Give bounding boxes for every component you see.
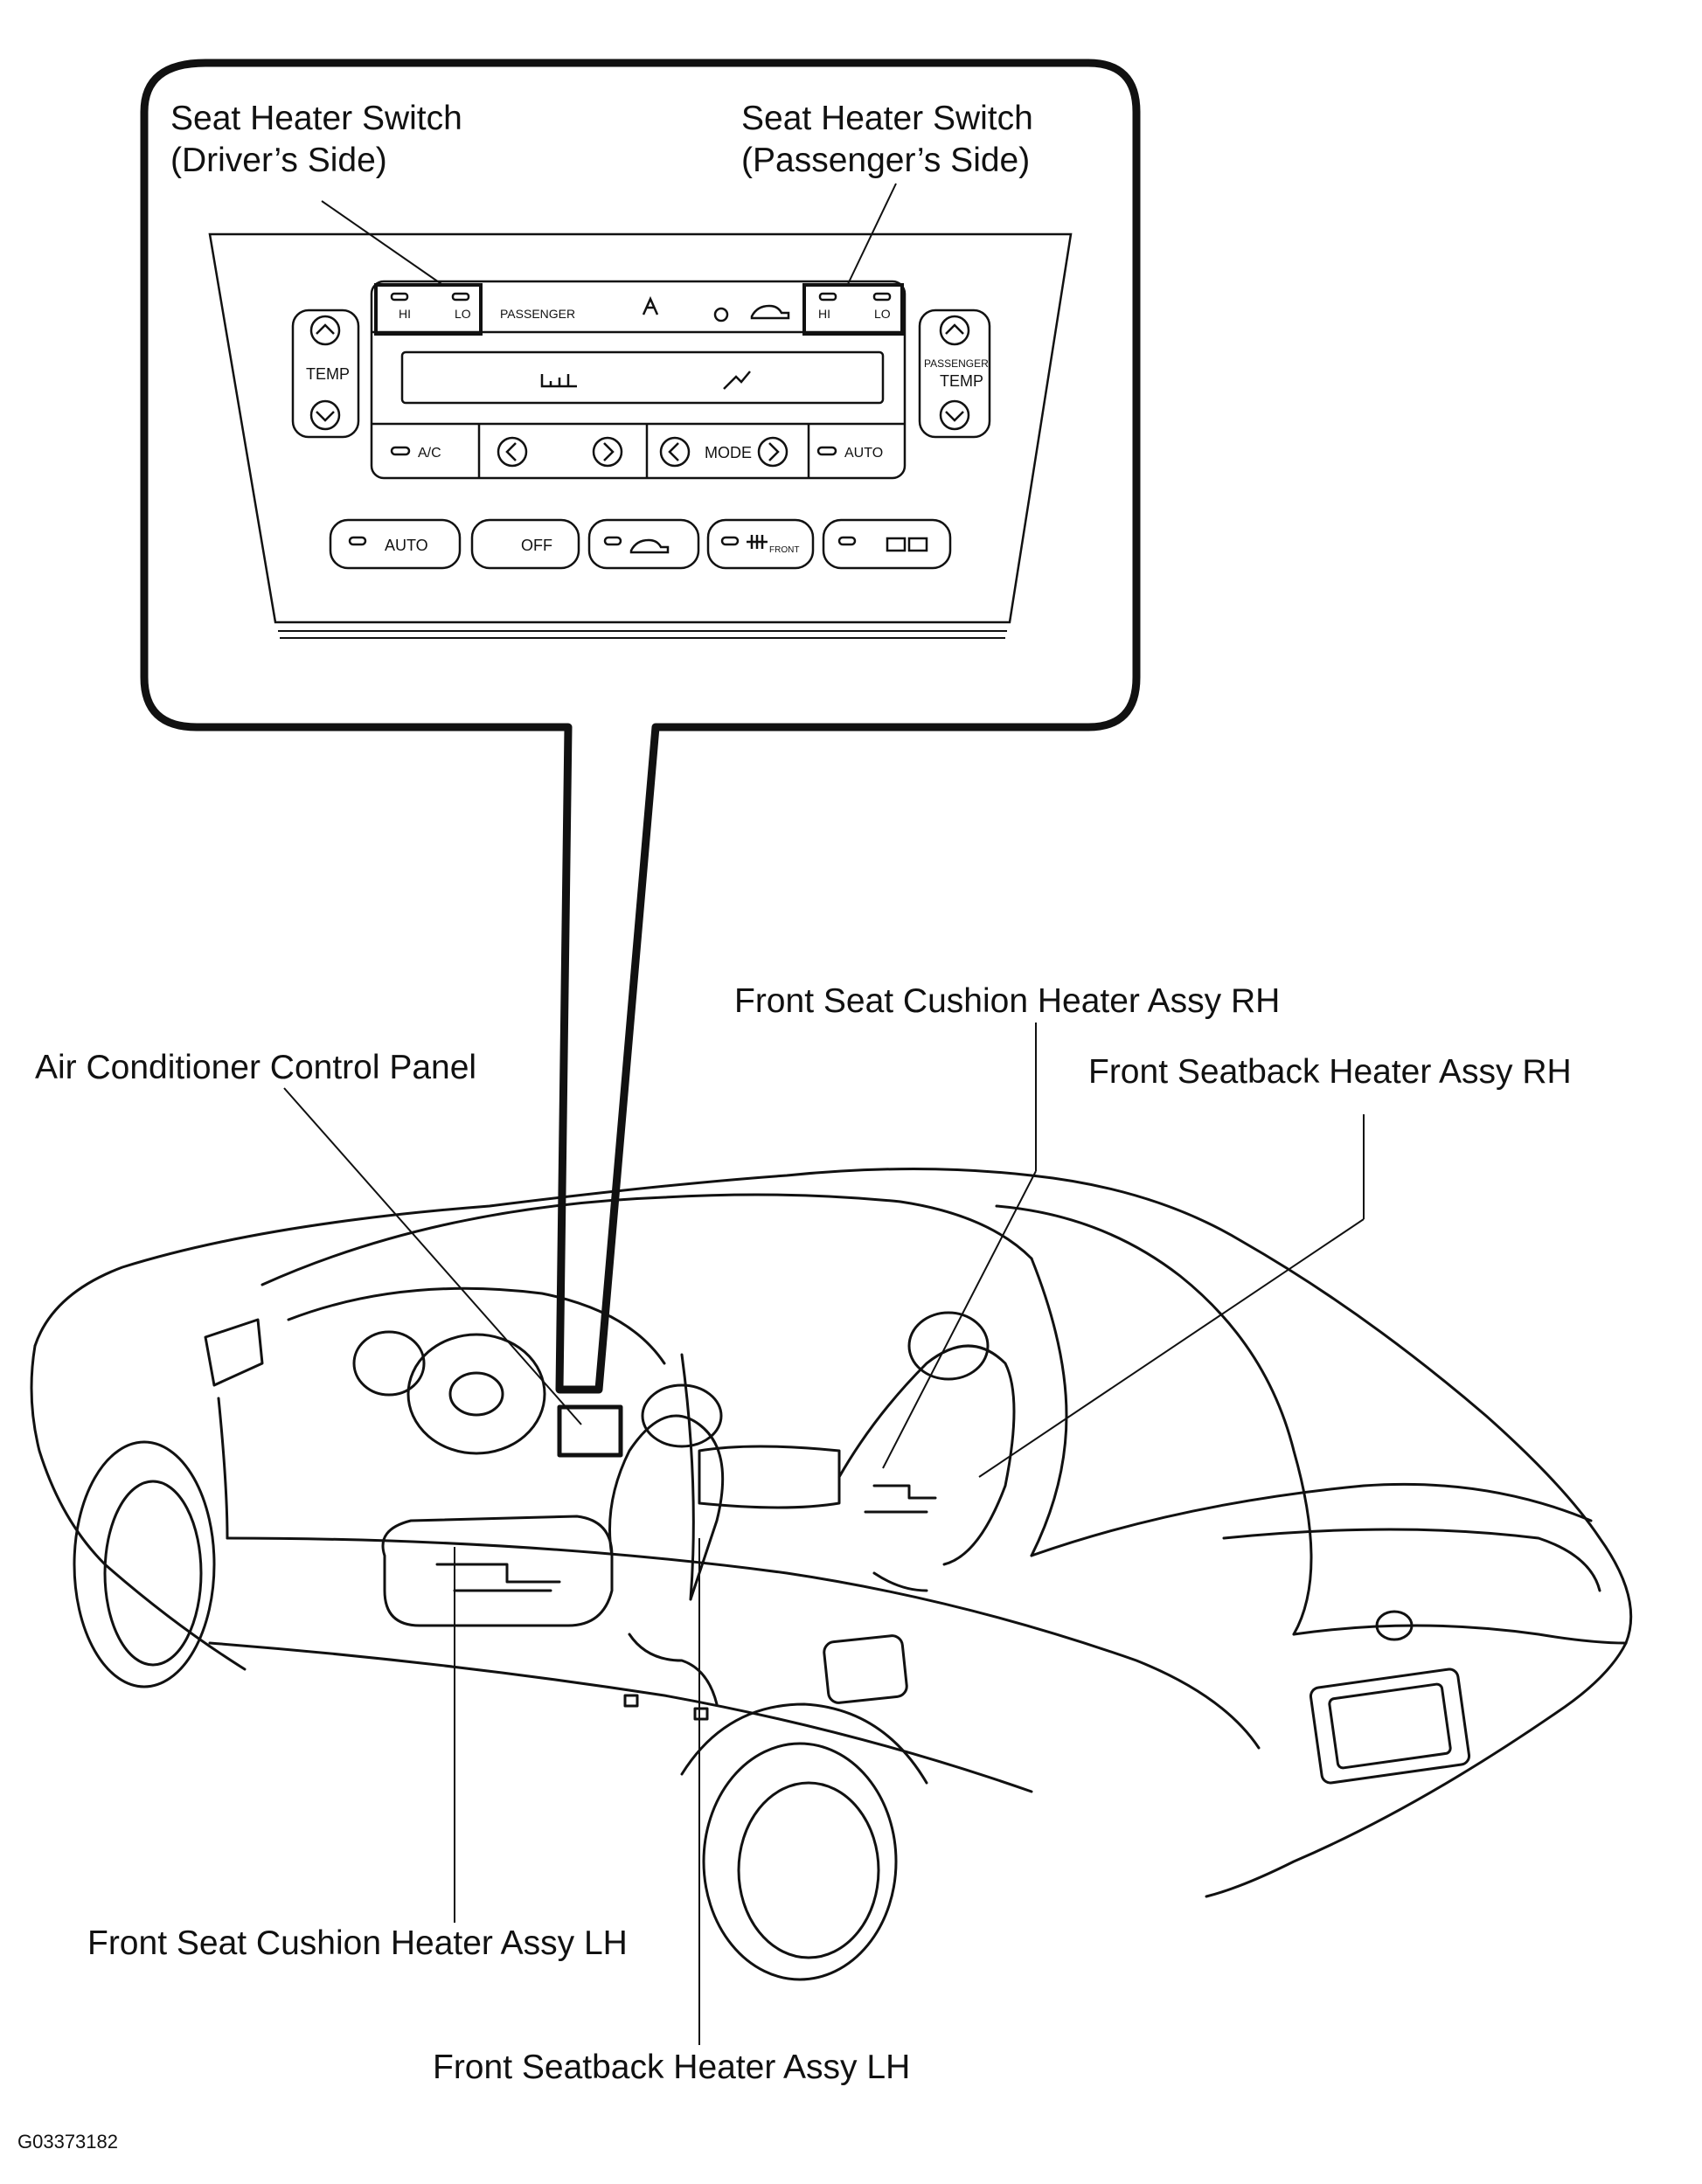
label-seat-heater-switch-driver: Seat Heater Switch (Driver’s Side) xyxy=(170,98,462,182)
mode-label: MODE xyxy=(705,444,752,461)
label-line: (Passenger’s Side) xyxy=(741,142,1031,179)
off-label: OFF xyxy=(521,537,552,554)
passenger-temp-line2: TEMP xyxy=(940,372,983,390)
ac-label: A/C xyxy=(418,446,441,461)
label-cushion-heater-rh: Front Seat Cushion Heater Assy RH xyxy=(734,982,1281,1020)
lo-label-passenger: LO xyxy=(874,307,891,321)
label-ac-control-panel: Air Conditioner Control Panel xyxy=(35,1049,477,1086)
hi-label-passenger: HI xyxy=(818,307,830,321)
label-line: Seat Heater Switch xyxy=(170,100,462,137)
lo-label-driver: LO xyxy=(455,307,471,321)
leader-lines xyxy=(283,183,1365,2045)
auto-label-bottom: AUTO xyxy=(385,537,428,554)
label-line: (Driver’s Side) xyxy=(170,142,387,179)
hi-label-driver: HI xyxy=(399,307,411,321)
label-seatback-heater-rh: Front Seatback Heater Assy RH xyxy=(1088,1053,1572,1091)
auto-label-top: AUTO xyxy=(844,446,883,461)
label-line: Seat Heater Switch xyxy=(741,100,1033,137)
vehicle-drawing xyxy=(30,1168,1633,1981)
temp-label-driver: TEMP xyxy=(306,365,350,383)
passenger-temp-line1: PASSENGER xyxy=(924,357,989,370)
front-label: FRONT xyxy=(769,545,799,555)
label-seatback-heater-lh: Front Seatback Heater Assy LH xyxy=(433,2049,911,2086)
figure-code: G03373182 xyxy=(17,2131,118,2153)
label-seat-heater-switch-passenger: Seat Heater Switch (Passenger’s Side) xyxy=(741,98,1033,182)
passenger-label: PASSENGER xyxy=(500,307,575,321)
climate-control-panel xyxy=(208,232,1073,639)
panel-labels: HI LO PASSENGER HI LO TEMP PASSENGER TEM… xyxy=(306,307,989,555)
label-cushion-heater-lh: Front Seat Cushion Heater Assy LH xyxy=(87,1924,628,1962)
